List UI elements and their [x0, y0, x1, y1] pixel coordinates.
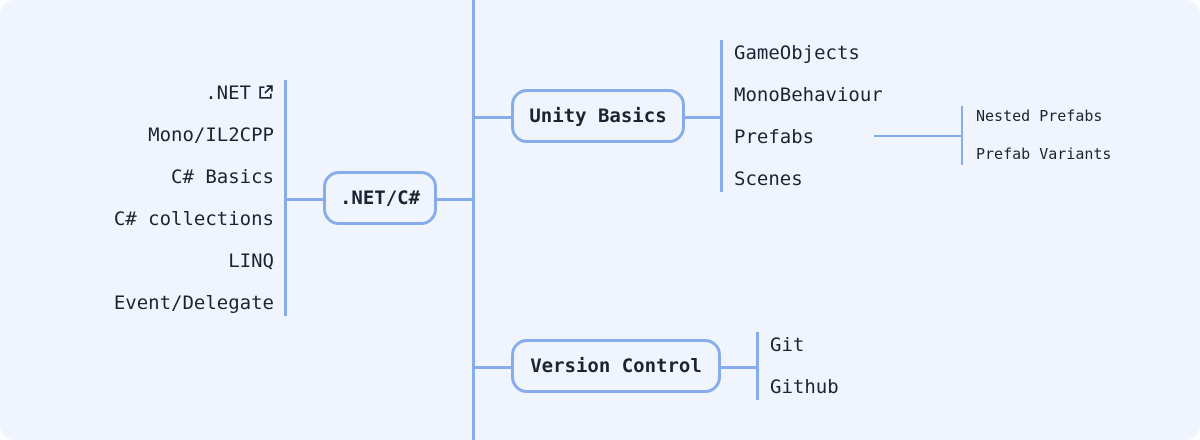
dotnet-item-collections[interactable]: C# collections [113, 208, 274, 230]
unity-items-bracket [720, 40, 723, 192]
unity-item-gameobjects[interactable]: GameObjects [734, 42, 860, 64]
dotnet-connector [436, 198, 472, 201]
unity-items-connector [684, 116, 721, 119]
dotnet-items-connector [287, 198, 323, 201]
prefabs-bracket [961, 106, 963, 165]
dotnet-node[interactable]: .NET/C# [323, 171, 437, 225]
unity-basics-node[interactable]: Unity Basics [511, 89, 685, 143]
unity-item-scenes[interactable]: Scenes [734, 168, 803, 190]
prefab-item-nested[interactable]: Nested Prefabs [976, 107, 1103, 125]
vc-item-github[interactable]: Github [770, 376, 839, 398]
vc-connector [475, 366, 512, 369]
unity-connector [475, 116, 512, 119]
vc-items-connector [720, 366, 757, 369]
unity-item-prefabs[interactable]: Prefabs [734, 126, 815, 148]
dotnet-item-csharp-basics[interactable]: C# Basics [171, 166, 274, 188]
prefab-item-variants[interactable]: Prefab Variants [976, 145, 1112, 163]
main-spine [472, 0, 475, 440]
version-control-node[interactable]: Version Control [511, 339, 721, 393]
external-link-icon[interactable] [257, 84, 274, 101]
dotnet-item-mono[interactable]: Mono/IL2CPP [148, 124, 274, 146]
dotnet-item-dotnet[interactable]: .NET [205, 80, 274, 106]
dotnet-item-event-delegate[interactable]: Event/Delegate [113, 292, 274, 314]
unity-item-monobehaviour[interactable]: MonoBehaviour [734, 84, 883, 106]
vc-items-bracket [756, 332, 759, 400]
dotnet-items-bracket [284, 80, 287, 316]
dotnet-item-linq[interactable]: LINQ [228, 250, 274, 272]
vc-item-git[interactable]: Git [770, 334, 805, 356]
prefabs-connector [874, 135, 962, 137]
